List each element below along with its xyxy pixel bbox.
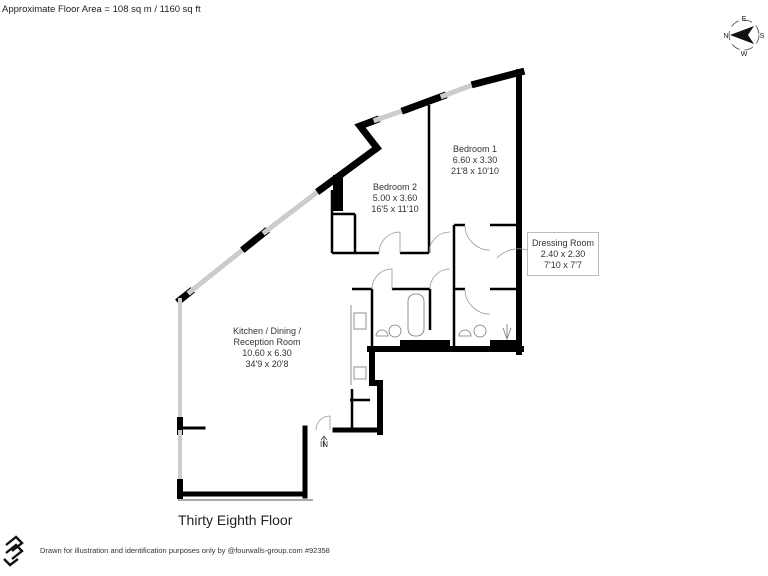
compass-east-label: E	[742, 16, 747, 23]
room-imperial: 21'8 x 10'10	[451, 166, 499, 176]
room-name-line-2: Reception Room	[233, 337, 301, 347]
room-metric: 2.40 x 2.30	[540, 249, 586, 259]
wall-block	[490, 340, 520, 352]
room-metric: 6.60 x 3.30	[452, 155, 498, 165]
room-label-bedroom-2: Bedroom 2 5.00 x 3.60 16'5 x 11'10	[360, 182, 430, 215]
room-name: Bedroom 1	[452, 144, 498, 154]
floor-title: Thirty Eighth Floor	[178, 512, 293, 528]
interior-walls	[330, 105, 519, 430]
footer-disclaimer: Drawn for illustration and identificatio…	[40, 546, 330, 555]
door-swings	[315, 224, 528, 431]
dressing-room-label-box	[527, 232, 599, 276]
compass-icon: E N S W	[723, 16, 765, 58]
entrance-arrow-icon	[320, 435, 328, 447]
compass-north-label: N	[723, 33, 728, 40]
wall-block	[400, 340, 450, 352]
room-imperial: 16'5 x 11'10	[371, 204, 419, 214]
room-name: Dressing Room	[531, 238, 595, 248]
exterior-walls	[175, 67, 526, 499]
approximate-floor-area: Approximate Floor Area = 108 sq m / 1160…	[2, 4, 201, 15]
entrance-label: IN	[320, 440, 328, 449]
compass-south-label: S	[760, 33, 765, 40]
fourwalls-logo-icon	[3, 535, 24, 567]
room-label-kitchen-dining-reception: Kitchen / Dining / Reception Room 10.60 …	[222, 326, 312, 370]
room-name-line-1: Kitchen / Dining /	[232, 326, 302, 336]
compass-west-label: W	[741, 51, 748, 58]
room-metric: 5.00 x 3.60	[372, 193, 418, 203]
room-imperial: 7'10 x 7'7	[544, 260, 582, 270]
room-name: Bedroom 2	[372, 182, 418, 192]
room-label-bedroom-1: Bedroom 1 6.60 x 3.30 21'8 x 10'10	[440, 144, 510, 177]
room-label-dressing-room: Dressing Room 2.40 x 2.30 7'10 x 7'7	[528, 238, 598, 271]
fixtures	[350, 293, 512, 385]
room-metric: 10.60 x 6.30	[242, 348, 292, 358]
room-imperial: 34'9 x 20'8	[245, 359, 289, 369]
